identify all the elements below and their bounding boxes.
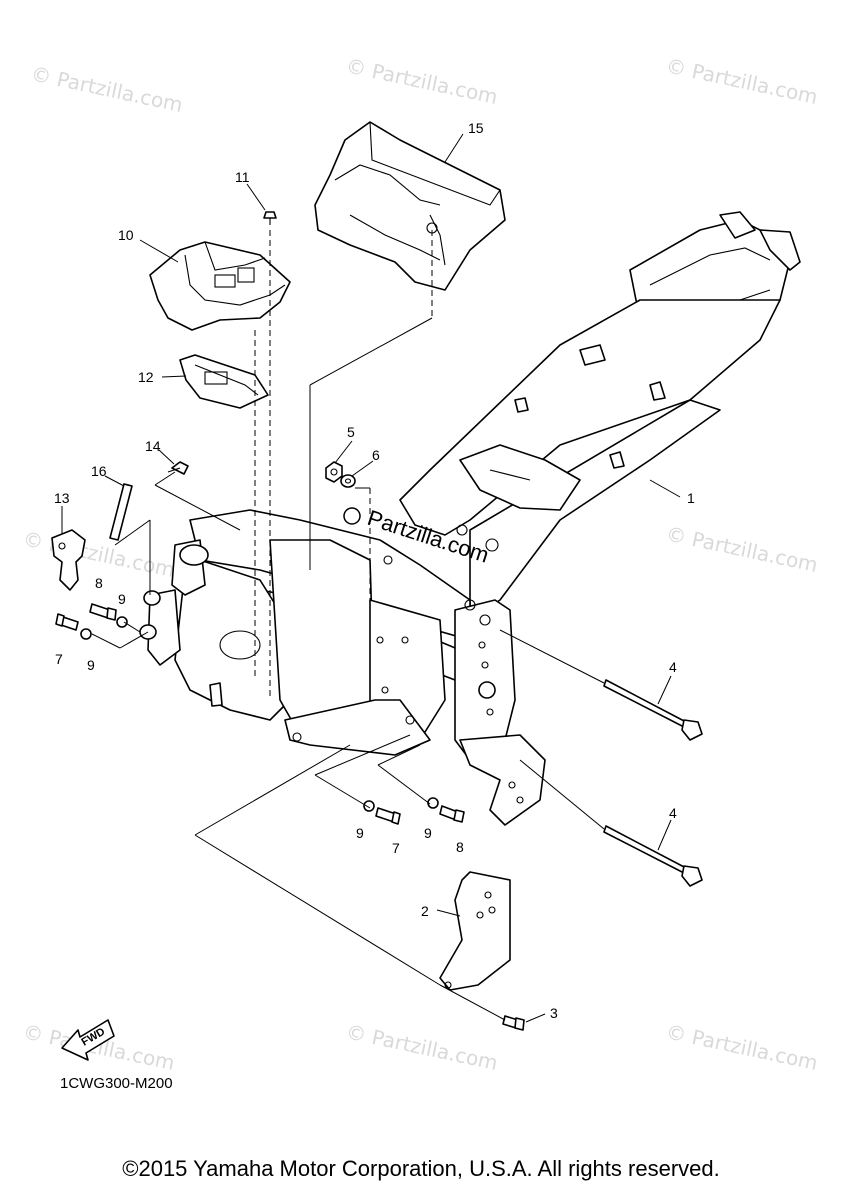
diagram-code: 1CWG300-M200 xyxy=(60,1075,173,1092)
watermark: © Partzilla.com xyxy=(664,1019,820,1075)
watermark: © Partzilla.com xyxy=(29,61,185,117)
part-8-bolt-left xyxy=(89,603,117,621)
part-3-bolt xyxy=(502,1015,525,1031)
callout-6: 6 xyxy=(372,447,380,463)
part-4-bolt-upper xyxy=(603,679,703,741)
callout-9: 9 xyxy=(87,657,95,673)
callout-7: 7 xyxy=(55,651,63,667)
callout-16: 16 xyxy=(91,463,107,479)
part-6-washer xyxy=(340,474,356,488)
part-9-washer xyxy=(363,800,375,812)
callout-12: 12 xyxy=(138,369,154,385)
assembly-lines xyxy=(91,230,605,1021)
part-7-bolt-left xyxy=(55,613,79,631)
part-10-cover xyxy=(149,241,291,331)
part-4-bolt-lower xyxy=(603,825,703,887)
callout-5: 5 xyxy=(347,424,355,440)
callout-4: 4 xyxy=(669,659,677,675)
part-1-frame xyxy=(139,211,801,826)
part-13-cover xyxy=(314,121,506,291)
part-16-strip xyxy=(109,483,133,541)
callout-9: 9 xyxy=(424,825,432,841)
callout-14: 13 xyxy=(54,490,70,506)
callout-2: 2 xyxy=(421,903,429,919)
callout-3: 3 xyxy=(550,1005,558,1021)
callout-1: 1 xyxy=(687,490,695,506)
part-11-clip xyxy=(263,211,277,225)
copyright: ©2015 Yamaha Motor Corporation, U.S.A. A… xyxy=(122,1156,719,1181)
part-7-bolt-bottom xyxy=(375,807,401,825)
callout-7: 7 xyxy=(392,840,400,856)
callout-4: 4 xyxy=(669,805,677,821)
callout-9: 9 xyxy=(356,825,364,841)
callout-8: 8 xyxy=(95,575,103,591)
callouts: 15 11 10 12 14 16 13 5 6 1 8 9 7 9 4 4 9… xyxy=(54,120,695,1021)
callout-8: 8 xyxy=(456,839,464,855)
part-14-bracket xyxy=(51,529,86,591)
watermark: © Partzilla.com xyxy=(21,526,177,582)
part-9-washer xyxy=(80,628,92,640)
part-8-bolt-bottom xyxy=(439,805,465,823)
part-12-bracket xyxy=(179,354,269,409)
watermark: © Partzilla.com xyxy=(344,53,500,109)
part-15-bolt xyxy=(167,461,189,475)
watermark: © Partzilla.com xyxy=(664,521,820,577)
watermark: © Partzilla.com xyxy=(344,1019,500,1075)
part-9-washer xyxy=(116,616,128,628)
callout-9: 9 xyxy=(118,591,126,607)
part-5-nut xyxy=(325,461,343,483)
callout-15: 14 xyxy=(145,438,161,454)
callout-11: 11 xyxy=(235,169,250,185)
callout-10: 10 xyxy=(118,227,134,243)
watermark: © Partzilla.com xyxy=(664,53,820,109)
callout-13: 15 xyxy=(468,120,484,136)
callout-leaders xyxy=(61,133,681,1023)
part-2-plate xyxy=(439,871,511,991)
